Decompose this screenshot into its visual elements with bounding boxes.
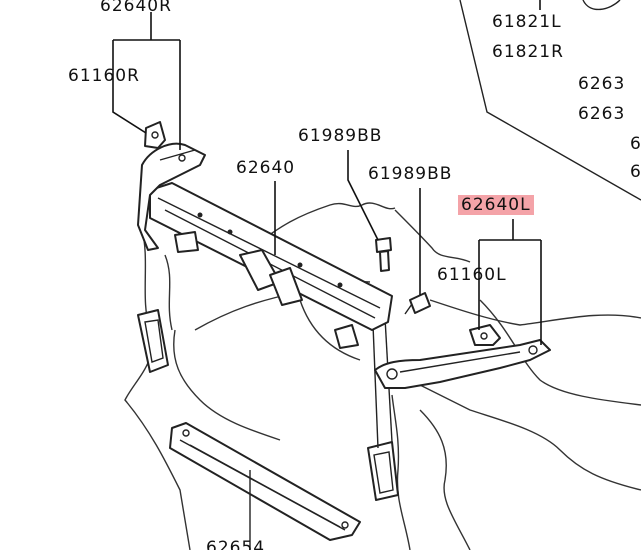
- label-6263-b: 6263: [578, 104, 626, 124]
- label-62640: 62640: [236, 158, 296, 178]
- bolt-2: [404, 292, 431, 315]
- center-support-bar: [149, 182, 393, 349]
- label-6-b: 6: [630, 162, 641, 182]
- bracket-l: [469, 324, 501, 346]
- leader-lines: [112, 0, 542, 345]
- label-62640r: 62640R: [100, 0, 172, 16]
- left-pillar-pad: [137, 309, 169, 373]
- support-l: [374, 339, 551, 389]
- label-61160r: 61160R: [68, 66, 140, 86]
- top-right-part: [582, 0, 621, 11]
- label-6-a: 6: [630, 134, 641, 154]
- bolt-1: [375, 237, 392, 272]
- label-61989bb-upper: 61989BB: [298, 126, 383, 146]
- lower-rail: [169, 422, 361, 550]
- bracket-r: [144, 121, 166, 149]
- label-6263-a: 6263: [578, 74, 626, 94]
- panel-edge: [459, 0, 641, 201]
- label-61821r: 61821R: [492, 42, 564, 62]
- label-bottom-cut: 62654: [206, 538, 266, 550]
- support-r: [137, 142, 206, 251]
- body-outline: [124, 202, 641, 550]
- label-61160l: 61160L: [437, 265, 507, 285]
- label-61821l: 61821L: [492, 12, 562, 32]
- label-61989bb-lower: 61989BB: [368, 164, 453, 184]
- label-62640l-highlighted: 62640L: [458, 195, 534, 215]
